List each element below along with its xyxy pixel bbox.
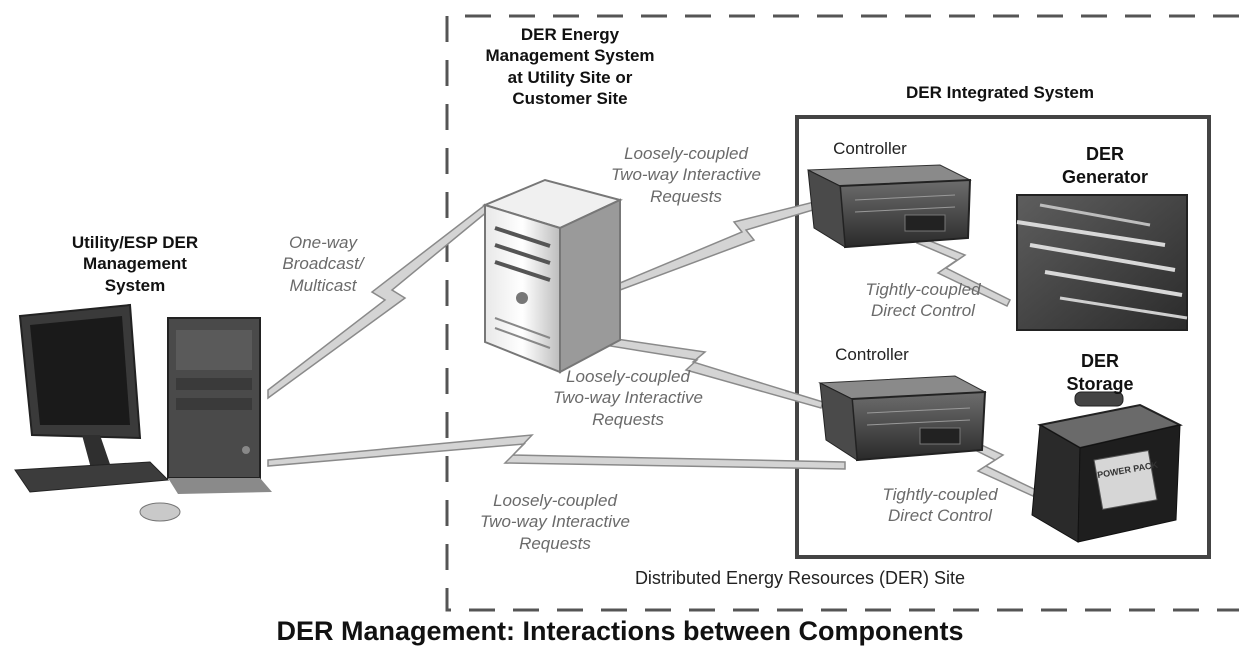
link-loose-top-label: Loosely-coupled Two-way Interactive Requ… (611, 144, 761, 206)
der-integrated-system-box (795, 115, 1211, 559)
battery-label-plate (1093, 449, 1158, 510)
controller-bottom-label: Controller (835, 345, 909, 364)
server-side (559, 198, 621, 374)
der-site-label: Distributed Energy Resources (DER) Site (634, 568, 966, 588)
monitor-stand (82, 435, 112, 472)
link-loose-bottom-bolt (267, 434, 846, 470)
link-broadcast-label: One-way Broadcast/ Multicast (282, 233, 364, 295)
keyboard (14, 461, 170, 493)
controller-top-device (807, 164, 972, 249)
monitor-screen (30, 316, 130, 425)
controller-bottom-device (818, 375, 987, 462)
link-loose-mid-label: Loosely-coupled Two-way Interactive Requ… (553, 367, 703, 429)
controller-top-label: Controller (833, 139, 907, 158)
energy-management-server (482, 178, 623, 374)
integrated-system-label: DER Integrated System (906, 83, 1094, 102)
link-tight-bottom-label: Tightly-coupled Direct Control (882, 485, 998, 526)
link-tight-top-bolt (915, 236, 1012, 307)
link-loose-bottom-label: Loosely-coupled Two-way Interactive Requ… (480, 491, 630, 553)
link-loose-top-bolt (619, 194, 844, 292)
diagram-title: DER Management: Interactions between Com… (276, 616, 964, 646)
workstation-computer (14, 303, 272, 522)
link-tight-top-label: Tightly-coupled Direct Control (865, 280, 981, 321)
der-generator-image (1016, 194, 1188, 331)
utility-system-label: Utility/ESP DER Management System (71, 233, 199, 295)
mouse (139, 502, 181, 522)
der-site-boundary (445, 14, 1239, 612)
energy-management-label: DER Energy Management System at Utility … (485, 25, 655, 108)
generator-label: DER Generator (1061, 144, 1149, 187)
der-storage-battery (1031, 391, 1183, 543)
storage-label: DER Storage (1066, 351, 1134, 394)
